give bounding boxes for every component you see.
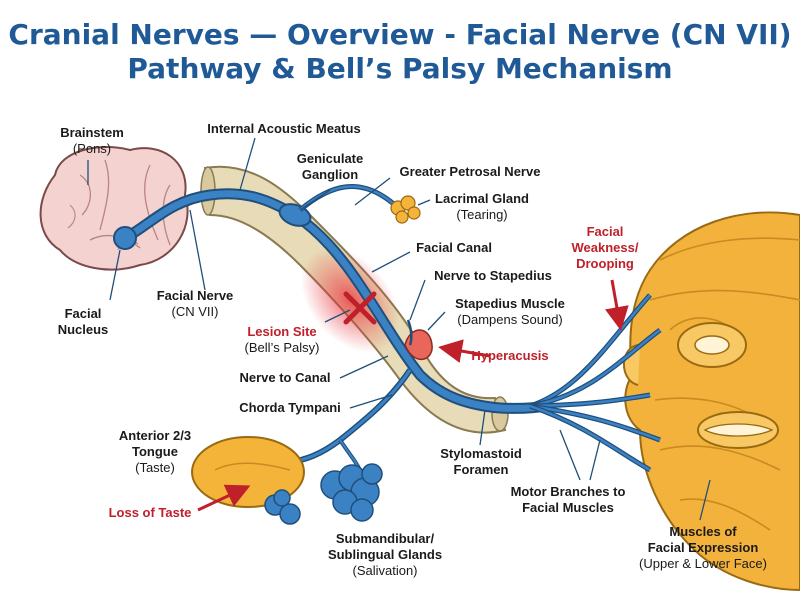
label-motor-branches-1: Motor Branches to — [511, 484, 626, 499]
label-anterior-tongue-2: Tongue — [132, 444, 178, 459]
face-muscles-illustration — [623, 211, 800, 592]
label-brainstem-sub: (Pons) — [73, 141, 111, 156]
label-anterior-tongue-1: Anterior 2/3 — [119, 428, 191, 443]
labels: Brainstem (Pons) Facial Nucleus Internal… — [58, 121, 767, 578]
label-lacrimal-gland-sub: (Tearing) — [456, 207, 507, 222]
stapedius-muscle — [404, 319, 433, 360]
label-facial-weakness-2: Weakness/ — [572, 240, 639, 255]
label-stapedius-muscle-sub: (Dampens Sound) — [457, 312, 563, 327]
title-line-2: Pathway & Bell’s Palsy Mechanism — [127, 52, 673, 85]
lacrimal-gland — [390, 195, 421, 224]
label-greater-petrosal: Greater Petrosal Nerve — [400, 164, 541, 179]
label-submandibular-2: Sublingual Glands — [328, 547, 442, 562]
label-muscles-expression-1: Muscles of — [669, 524, 737, 539]
label-stylomastoid-2: Foramen — [454, 462, 509, 477]
label-facial-canal: Facial Canal — [416, 240, 492, 255]
label-submandibular-sub: (Salivation) — [352, 563, 417, 578]
label-hyperacusis: Hyperacusis — [471, 348, 548, 363]
label-lesion-site: Lesion Site — [247, 324, 316, 339]
label-internal-acoustic-meatus: Internal Acoustic Meatus — [207, 121, 360, 136]
label-facial-weakness-1: Facial — [587, 224, 624, 239]
brainstem-illustration — [39, 146, 189, 271]
label-anterior-tongue-sub: (Taste) — [135, 460, 175, 475]
motor-branches — [529, 293, 662, 473]
label-lacrimal-gland: Lacrimal Gland — [435, 191, 529, 206]
red-x-icon — [343, 291, 377, 325]
salivary-glands-illustration — [264, 463, 383, 525]
greater-petrosal-branch — [298, 184, 421, 224]
label-stapedius-muscle: Stapedius Muscle — [455, 296, 565, 311]
label-facial-nucleus-2: Nucleus — [58, 322, 109, 337]
facial-nucleus — [113, 226, 137, 250]
label-stylomastoid-1: Stylomastoid — [440, 446, 522, 461]
label-geniculate-2: Ganglion — [302, 167, 358, 182]
chorda-tympani-branch — [289, 368, 413, 471]
leader-lines — [87, 137, 711, 521]
label-nerve-to-canal: Nerve to Canal — [239, 370, 330, 385]
label-nerve-to-stapedius: Nerve to Stapedius — [434, 268, 552, 283]
label-loss-of-taste: Loss of Taste — [109, 505, 192, 520]
label-muscles-expression-sub: (Upper & Lower Face) — [639, 556, 767, 571]
label-facial-weakness-3: Drooping — [576, 256, 634, 271]
label-submandibular-1: Submandibular/ — [336, 531, 435, 546]
label-facial-nerve: Facial Nerve — [157, 288, 234, 303]
label-brainstem: Brainstem — [60, 125, 124, 140]
label-geniculate-1: Geniculate — [297, 151, 363, 166]
label-facial-nucleus-1: Facial — [65, 306, 102, 321]
diagram-title: Cranial Nerves — Overview - Facial Nerve… — [0, 18, 800, 86]
label-motor-branches-2: Facial Muscles — [522, 500, 614, 515]
tongue-illustration — [191, 436, 305, 508]
red-arrow-icon — [197, 279, 629, 512]
label-muscles-expression-2: Facial Expression — [648, 540, 759, 555]
title-line-1: Cranial Nerves — Overview - Facial Nerve… — [8, 18, 792, 51]
label-lesion-site-sub: (Bell’s Palsy) — [245, 340, 320, 355]
label-chorda-tympani: Chorda Tympani — [239, 400, 341, 415]
label-facial-nerve-sub: (CN VII) — [172, 304, 219, 319]
